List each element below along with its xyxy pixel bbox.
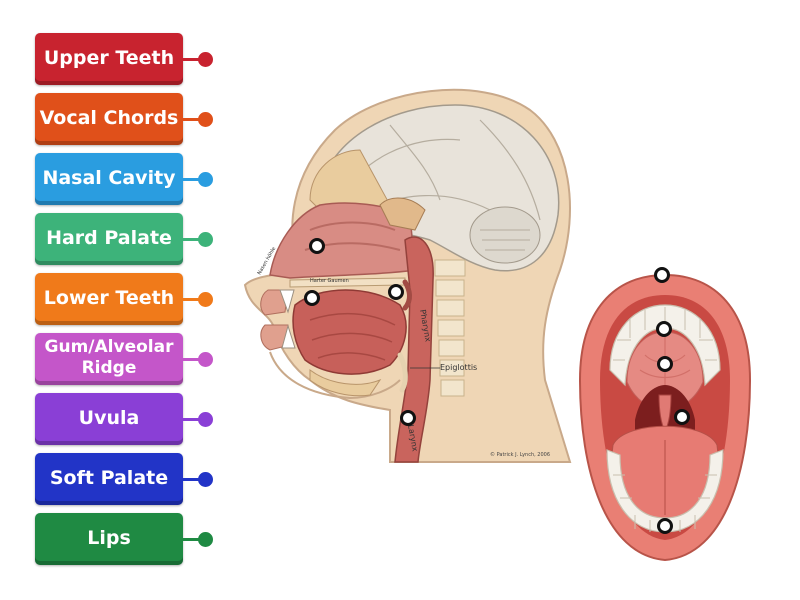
connector <box>181 58 203 61</box>
pin-dot[interactable] <box>198 472 213 487</box>
connector <box>181 238 203 241</box>
pin-dot[interactable] <box>198 112 213 127</box>
connector <box>181 298 203 301</box>
connector <box>181 118 203 121</box>
diagram-label-harter-gaumen: Harter Gaumen <box>310 278 349 284</box>
diagram-credit: © Patrick J. Lynch, 2006 <box>490 451 550 458</box>
target-marker[interactable] <box>304 290 320 306</box>
target-marker[interactable] <box>657 518 673 534</box>
target-marker[interactable] <box>654 267 670 283</box>
pin-dot[interactable] <box>198 232 213 247</box>
target-marker[interactable] <box>309 238 325 254</box>
pharynx <box>394 236 434 463</box>
target-marker[interactable] <box>656 321 672 337</box>
connector <box>181 478 203 481</box>
tongue <box>292 289 407 375</box>
label-vocal-chords[interactable]: Vocal Chords <box>35 93 183 145</box>
target-marker[interactable] <box>400 410 416 426</box>
target-marker[interactable] <box>674 409 690 425</box>
label-lower-teeth[interactable]: Lower Teeth <box>35 273 183 325</box>
pin-dot[interactable] <box>198 412 213 427</box>
upper-teeth <box>609 304 721 387</box>
pin-dot[interactable] <box>198 532 213 547</box>
connector <box>181 538 203 541</box>
label-gum-alveolar-ridge[interactable]: Gum/Alveolar Ridge <box>35 333 183 385</box>
label-nasal-cavity[interactable]: Nasal Cavity <box>35 153 183 205</box>
label-soft-palate[interactable]: Soft Palate <box>35 453 183 505</box>
lower-teeth <box>606 449 724 533</box>
pin-dot[interactable] <box>198 172 213 187</box>
target-marker[interactable] <box>657 356 673 372</box>
pin-dot[interactable] <box>198 352 213 367</box>
upper-lip <box>260 289 289 316</box>
connector <box>181 418 203 421</box>
diagram-label-epiglottis: Epiglottis <box>440 363 477 372</box>
label-hard-palate[interactable]: Hard Palate <box>35 213 183 265</box>
target-marker[interactable] <box>388 284 404 300</box>
label-upper-teeth[interactable]: Upper Teeth <box>35 33 183 85</box>
pin-dot[interactable] <box>198 292 213 307</box>
label-uvula[interactable]: Uvula <box>35 393 183 445</box>
label-lips[interactable]: Lips <box>35 513 183 565</box>
head-sagittal-diagram: Pharynx Epiglottis Larynx Harter Gaumen … <box>243 88 572 463</box>
connector <box>181 178 203 181</box>
pin-dot[interactable] <box>198 52 213 67</box>
connector <box>181 358 203 361</box>
